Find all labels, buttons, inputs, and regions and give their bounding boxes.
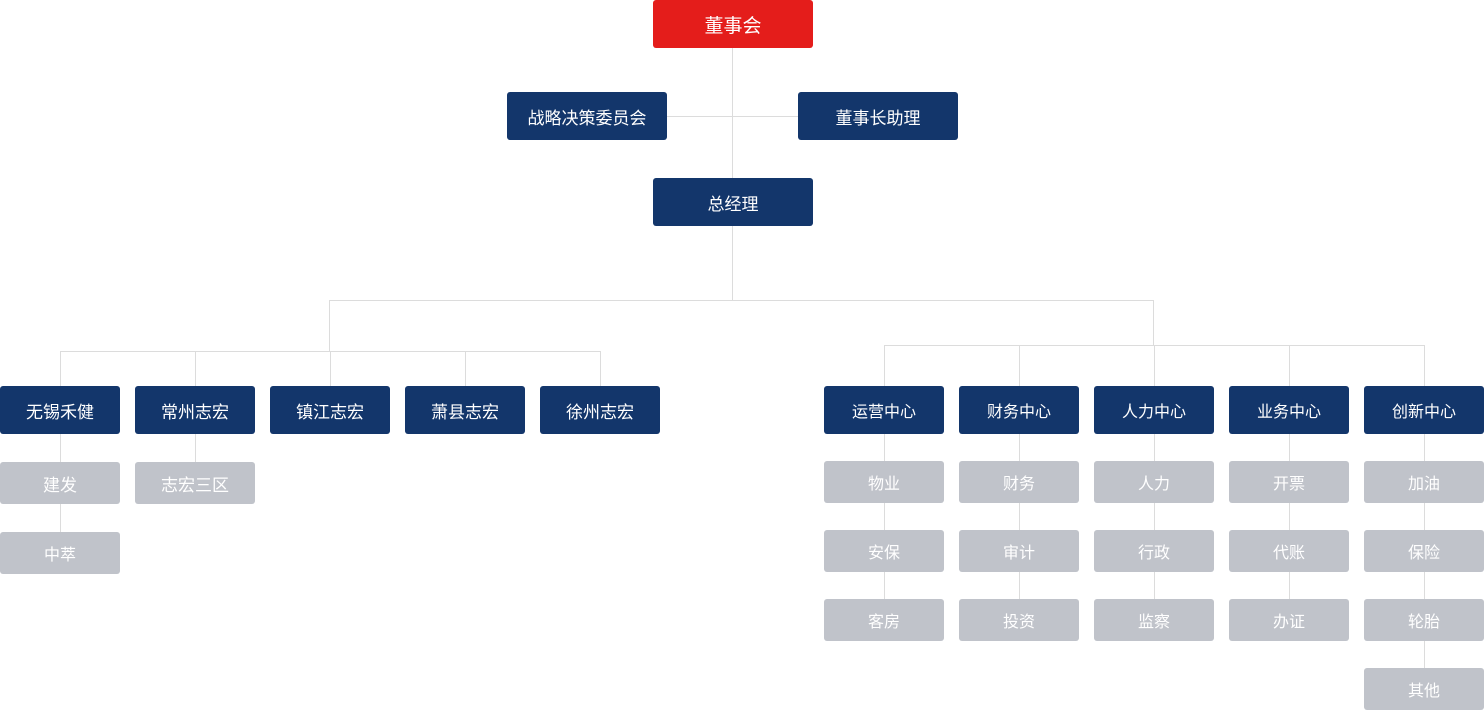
connector-center-drop: [884, 345, 885, 386]
sub-node: 中萃: [0, 532, 120, 574]
branch-node-changzhou: 常州志宏: [135, 386, 255, 434]
branch-node-zhenjiang: 镇江志宏: [270, 386, 390, 434]
connector-branch-drop: [465, 351, 466, 386]
sub-node: 办证: [1229, 599, 1349, 641]
connector-center-drop: [1019, 345, 1020, 386]
sub-node: 审计: [959, 530, 1079, 572]
connector-sub: [1154, 434, 1155, 599]
sub-node: 建发: [0, 462, 120, 504]
sub-node: 加油: [1364, 461, 1484, 503]
branch-node-xiaoxian: 萧县志宏: [405, 386, 525, 434]
connector-branch-drop: [195, 351, 196, 386]
sub-node: 志宏三区: [135, 462, 255, 504]
assistant-node: 董事长助理: [798, 92, 958, 140]
connector-center-drop: [1289, 345, 1290, 386]
connector-branch-drop: [600, 351, 601, 386]
sub-node: 监察: [1094, 599, 1214, 641]
sub-node: 保险: [1364, 530, 1484, 572]
gm-node: 总经理: [653, 178, 813, 226]
committee-node: 战略决策委员会: [507, 92, 667, 140]
sub-node: 代账: [1229, 530, 1349, 572]
center-node-innovation: 创新中心: [1364, 386, 1484, 434]
connector-center-drop: [1154, 345, 1155, 386]
sub-node: 财务: [959, 461, 1079, 503]
branch-node-xuzhou: 徐州志宏: [540, 386, 660, 434]
connector-gm-down: [732, 226, 733, 300]
connector-board-gm: [732, 48, 733, 178]
sub-node: 行政: [1094, 530, 1214, 572]
sub-node: 投资: [959, 599, 1079, 641]
sub-node: 物业: [824, 461, 944, 503]
board-node: 董事会: [653, 0, 813, 48]
connector-left-drop: [329, 300, 330, 351]
connector-sub: [1019, 434, 1020, 599]
connector-branch-drop: [330, 351, 331, 386]
sub-node: 开票: [1229, 461, 1349, 503]
connector-sub: [195, 434, 196, 462]
connector-sub: [884, 434, 885, 599]
connector-right-drop: [1153, 300, 1154, 345]
sub-node: 人力: [1094, 461, 1214, 503]
connector-center-drop: [1424, 345, 1425, 386]
center-node-business: 业务中心: [1229, 386, 1349, 434]
sub-node: 安保: [824, 530, 944, 572]
sub-node: 其他: [1364, 668, 1484, 710]
sub-node: 客房: [824, 599, 944, 641]
branch-node-wuxi: 无锡禾健: [0, 386, 120, 434]
sub-node: 轮胎: [1364, 599, 1484, 641]
center-node-operations: 运营中心: [824, 386, 944, 434]
center-node-finance: 财务中心: [959, 386, 1079, 434]
connector-branch-drop: [60, 351, 61, 386]
connector-sub: [1289, 434, 1290, 599]
connector-main-bus: [329, 300, 1154, 301]
connector-committee-assistant: [667, 116, 798, 117]
center-node-hr: 人力中心: [1094, 386, 1214, 434]
